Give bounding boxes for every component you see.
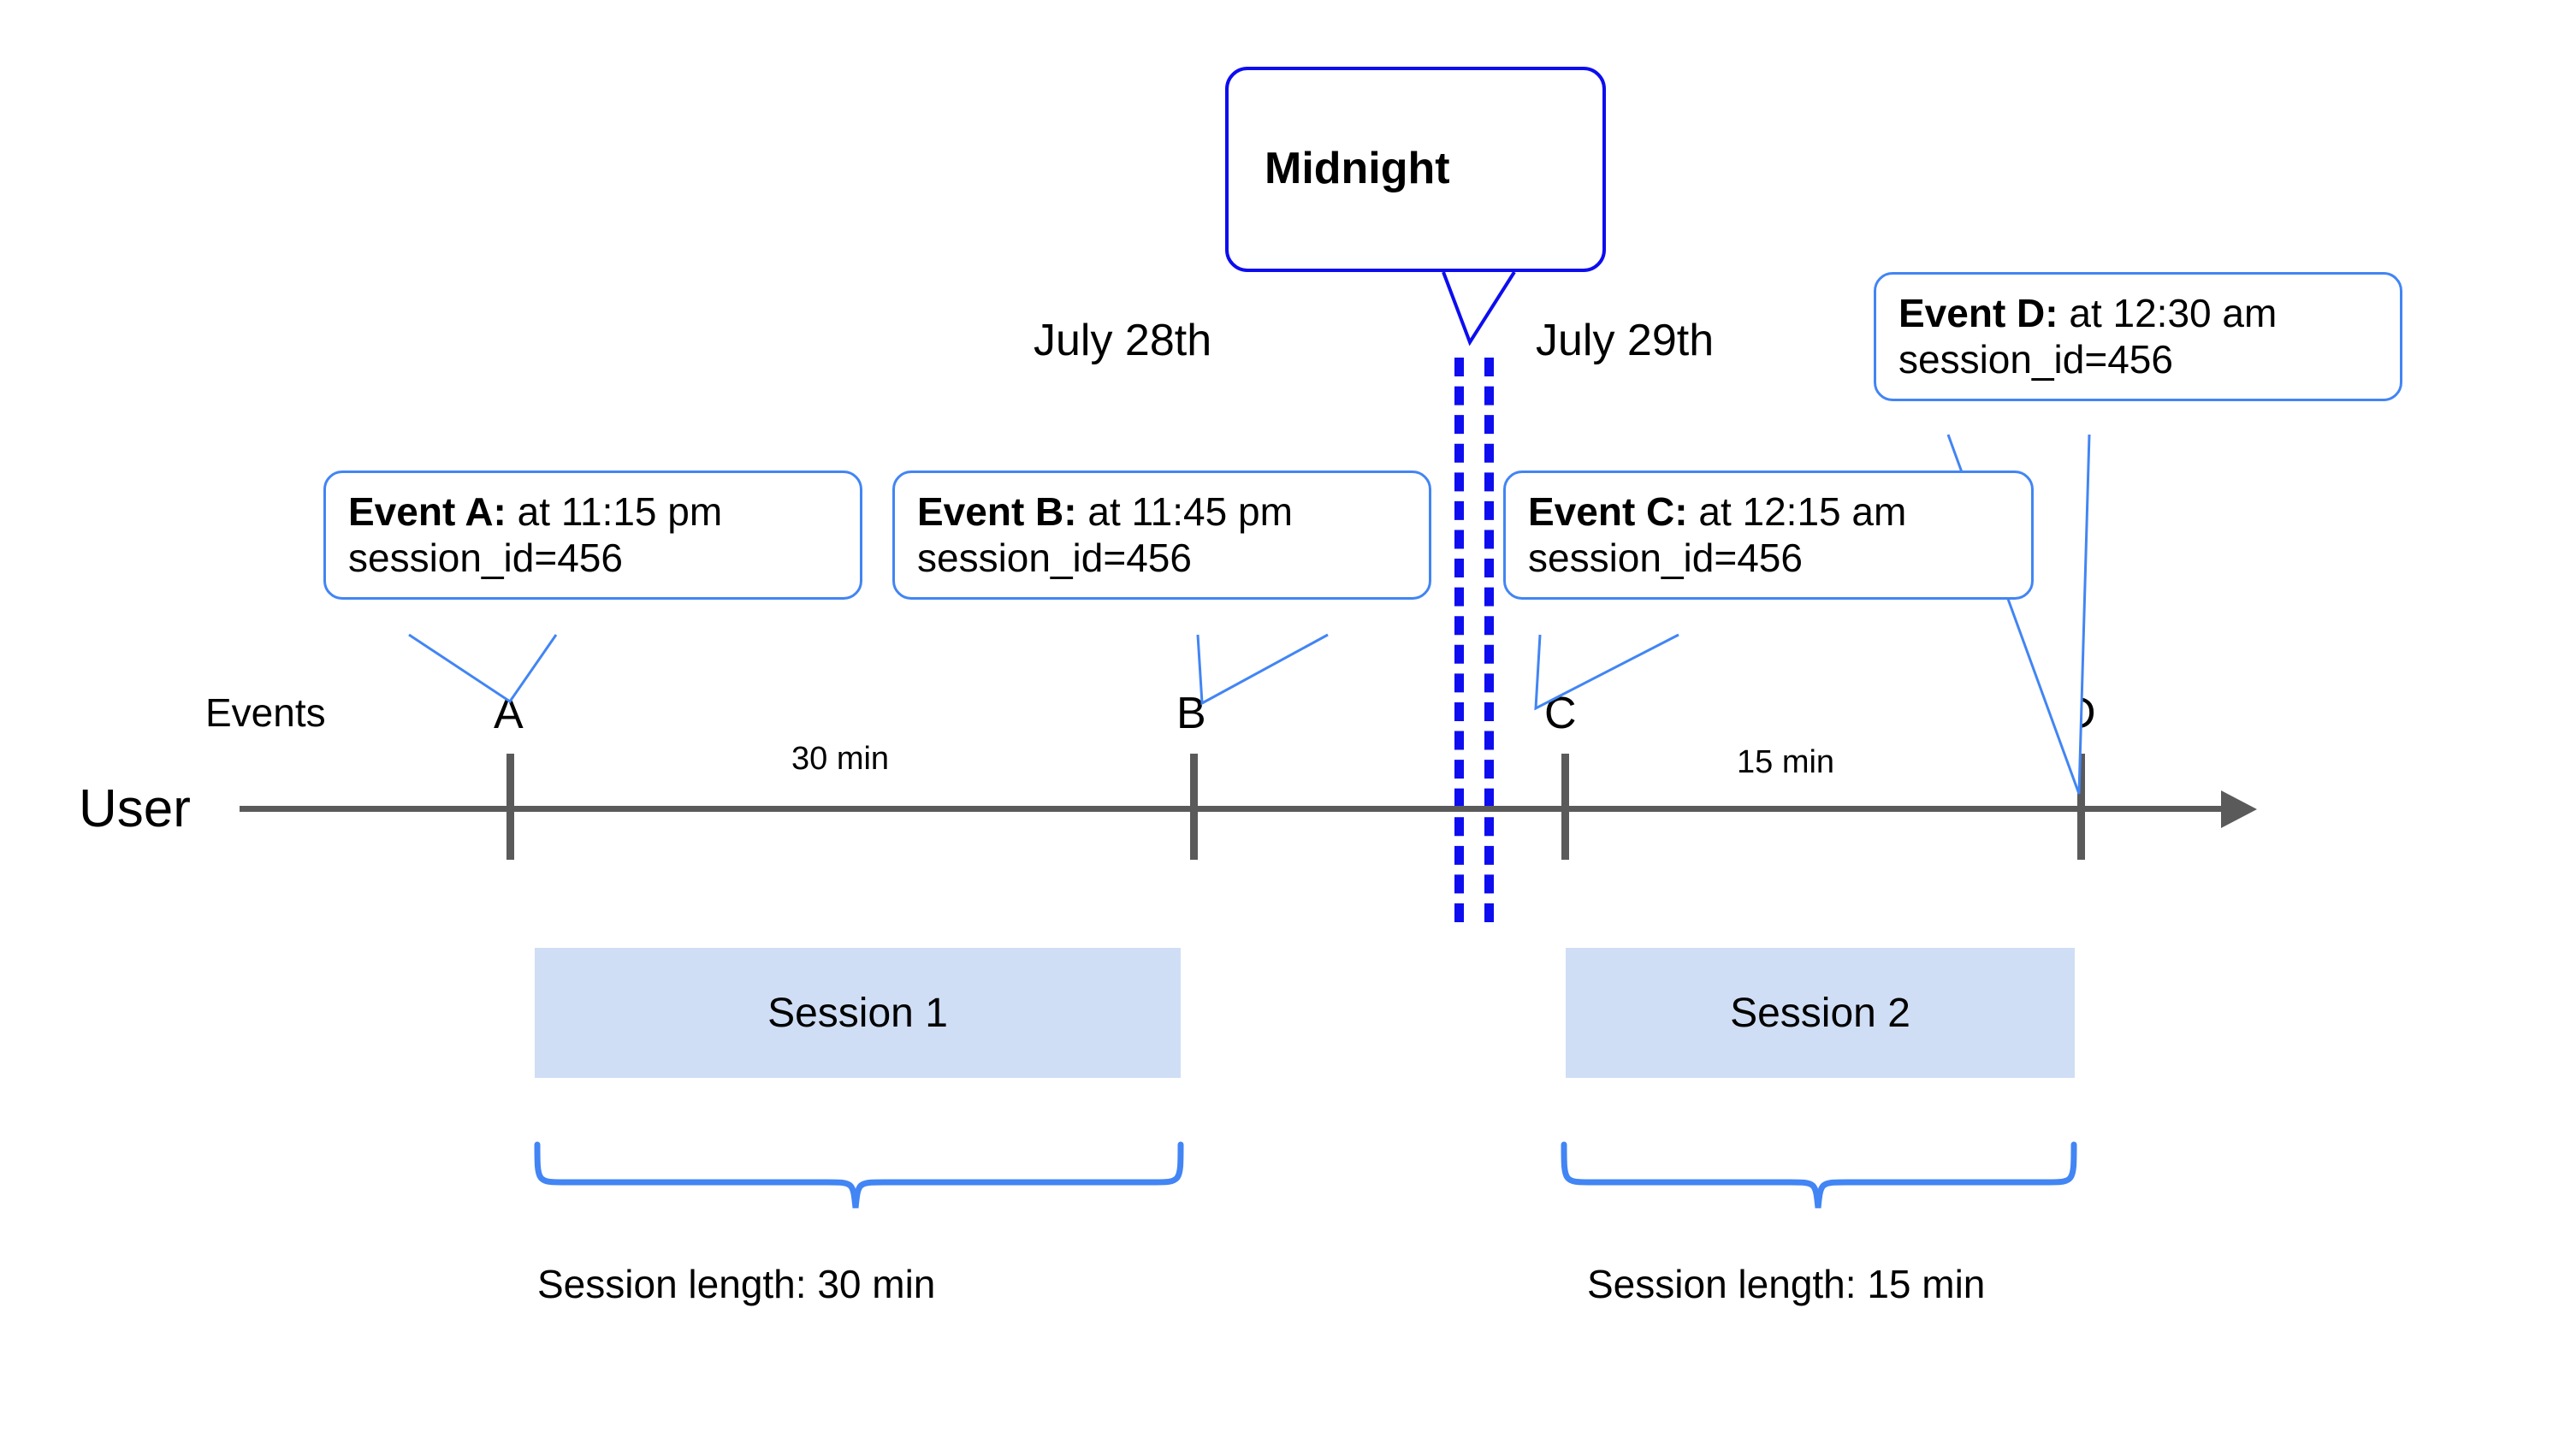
timeline-tick-d <box>2077 754 2085 860</box>
tick-label-a: A <box>494 689 524 738</box>
callout-event-c-line1: Event C: at 12:15 am <box>1528 488 2009 535</box>
callout-event-a-bold: Event A: <box>348 489 506 534</box>
duration-label-30min: 30 min <box>791 741 890 777</box>
tick-label-b: B <box>1176 689 1206 738</box>
midnight-dashed-line-left <box>1454 358 1464 922</box>
callout-event-b-bold: Event B: <box>917 489 1077 534</box>
tick-label-c: C <box>1544 689 1577 738</box>
session-brace-2 <box>1561 1141 2077 1209</box>
timeline-tick-c <box>1561 754 1569 860</box>
timeline-tick-b <box>1190 754 1198 860</box>
midnight-tail <box>1442 270 1516 346</box>
callout-event-c-rest: at 12:15 am <box>1687 489 1907 534</box>
session-bar-1-label: Session 1 <box>767 990 948 1036</box>
duration-label-15min: 15 min <box>1737 744 1835 780</box>
callout-event-d-bold: Event D: <box>1898 291 2058 335</box>
callout-midnight-label: Midnight <box>1265 144 1450 194</box>
callout-event-c-line2: session_id=456 <box>1528 536 1803 581</box>
session-length-label-2: Session length: 15 min <box>1587 1262 1986 1306</box>
callout-event-d-line2: session_id=456 <box>1898 337 2173 382</box>
callout-event-a-tail <box>408 633 558 704</box>
tick-label-d: D <box>2064 689 2096 738</box>
callout-event-a: Event A: at 11:15 pm session_id=456 <box>323 471 862 600</box>
date-label-july-29: July 29th <box>1536 316 1715 365</box>
session-brace-1 <box>534 1141 1184 1209</box>
callout-event-d-line1: Event D: at 12:30 am <box>1898 290 2378 336</box>
session-bar-2-label: Session 2 <box>1730 990 1910 1036</box>
session-bar-1: Session 1 <box>535 948 1181 1078</box>
callout-event-a-line1: Event A: at 11:15 pm <box>348 488 838 535</box>
date-label-july-28: July 28th <box>1034 316 1212 365</box>
timeline-axis <box>240 806 2223 812</box>
callout-event-a-line2: session_id=456 <box>348 536 623 581</box>
callout-event-d-rest: at 12:30 am <box>2058 291 2278 335</box>
row-label-user: User <box>79 779 191 838</box>
callout-event-c: Event C: at 12:15 am session_id=456 <box>1503 471 2034 600</box>
session-length-label-1: Session length: 30 min <box>537 1262 936 1306</box>
callout-event-b-rest: at 11:45 pm <box>1076 489 1293 534</box>
callout-event-b: Event B: at 11:45 pm session_id=456 <box>892 471 1431 600</box>
callout-event-a-rest: at 11:15 pm <box>506 489 723 534</box>
session-bar-2: Session 2 <box>1566 948 2075 1078</box>
callout-event-b-tail <box>1196 633 1329 706</box>
row-label-events: Events <box>205 690 326 735</box>
callout-event-b-line1: Event B: at 11:45 pm <box>917 488 1407 535</box>
callout-event-b-line2: session_id=456 <box>917 536 1192 581</box>
callout-midnight: Midnight <box>1225 67 1606 272</box>
timeline-arrow-icon <box>2221 790 2257 828</box>
callout-event-c-bold: Event C: <box>1528 489 1688 534</box>
callout-event-d: Event D: at 12:30 am session_id=456 <box>1874 272 2402 401</box>
timeline-tick-a <box>506 754 514 860</box>
midnight-dashed-line-right <box>1484 358 1494 922</box>
